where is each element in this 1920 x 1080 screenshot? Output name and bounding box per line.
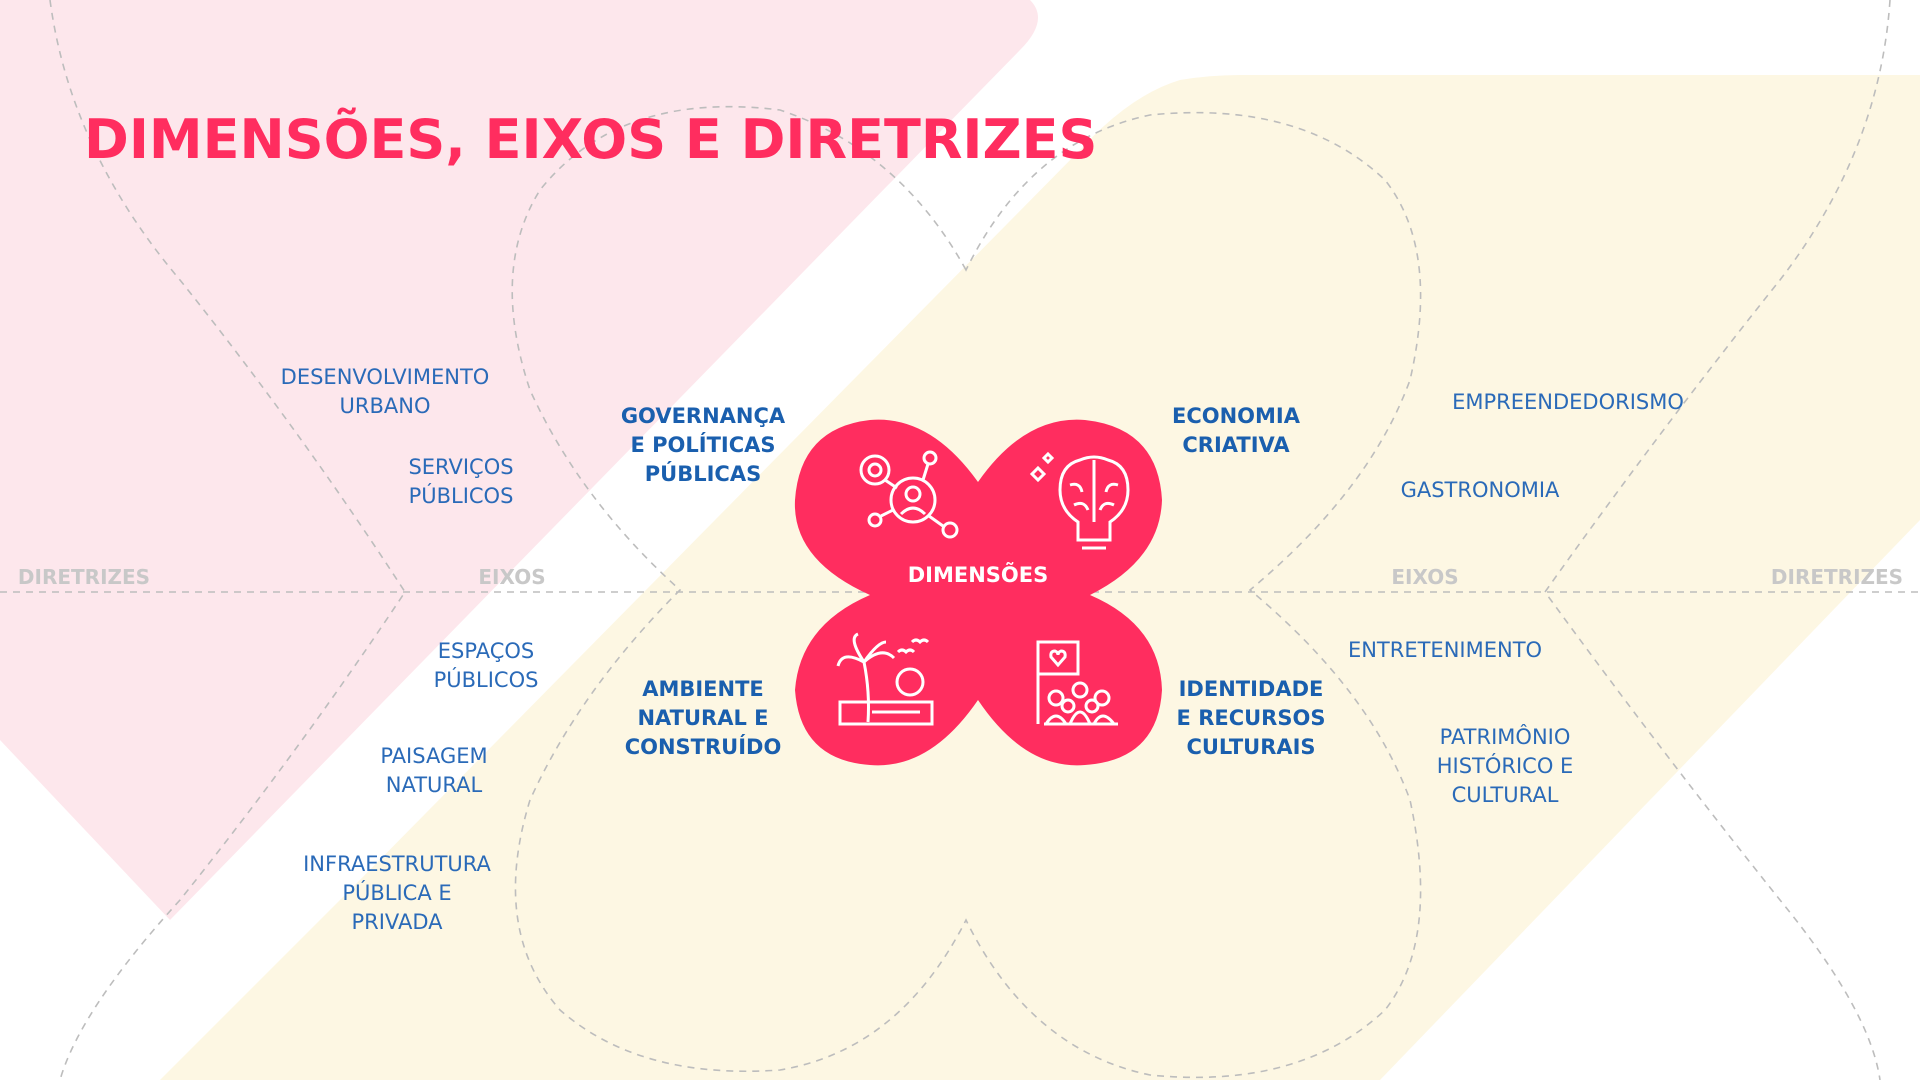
community-flag-icon [1036, 640, 1118, 726]
axis-item-gastronomia: GASTRONOMIA [1400, 478, 1560, 502]
brain-lightbulb-icon [1029, 451, 1130, 550]
axis-item-empreendedorismo: EMPREENDEDORISMO [1452, 390, 1684, 414]
axis-label-diretrizes-right: DIRETRIZES [1770, 565, 1904, 589]
center-label-dimensoes: DIMENSÕES [907, 563, 1049, 587]
dimension-identidade: IDENTIDADE E RECURSOS CULTURAIS [1176, 677, 1326, 759]
page-title: DIMENSÕES, EIXOS E DIRETRIZES [84, 108, 1098, 171]
axis-item-servicos-publicos: SERVIÇOS PÚBLICOS [408, 455, 514, 508]
axis-item-patrimonio: PATRIMÔNIO HISTÓRICO E CULTURAL [1436, 725, 1574, 807]
axis-label-eixos-right: EIXOS [1391, 565, 1459, 589]
dimension-ambiente: AMBIENTE NATURAL E CONSTRUÍDO [624, 677, 782, 759]
axis-item-infraestrutura: INFRAESTRUTURA PÚBLICA E PRIVADA [303, 852, 491, 934]
outer-clover-left [49, 0, 406, 1080]
outer-clover-right [1544, 0, 1891, 1080]
axis-item-paisagem-natural: PAISAGEM NATURAL [380, 744, 488, 797]
axis-label-eixos-left: EIXOS [478, 565, 546, 589]
center-clover [794, 419, 1162, 766]
axis-item-desenvolvimento-urbano: DESENVOLVIMENTO URBANO [280, 365, 490, 418]
dimension-economia-criativa: ECONOMIA CRIATIVA [1172, 404, 1300, 457]
dimension-governanca: GOVERNANÇA E POLÍTICAS PÚBLICAS [620, 404, 786, 486]
palm-beach-icon [836, 632, 934, 726]
axis-label-diretrizes-left: DIRETRIZES [17, 565, 151, 589]
axis-item-espacos-publicos: ESPAÇOS PÚBLICOS [433, 639, 539, 692]
network-person-icon [859, 450, 959, 539]
inner-clover-outline [511, 105, 1422, 1079]
pink-band [0, 0, 1038, 920]
axis-item-entretenimento: ENTRETENIMENTO [1347, 638, 1543, 662]
